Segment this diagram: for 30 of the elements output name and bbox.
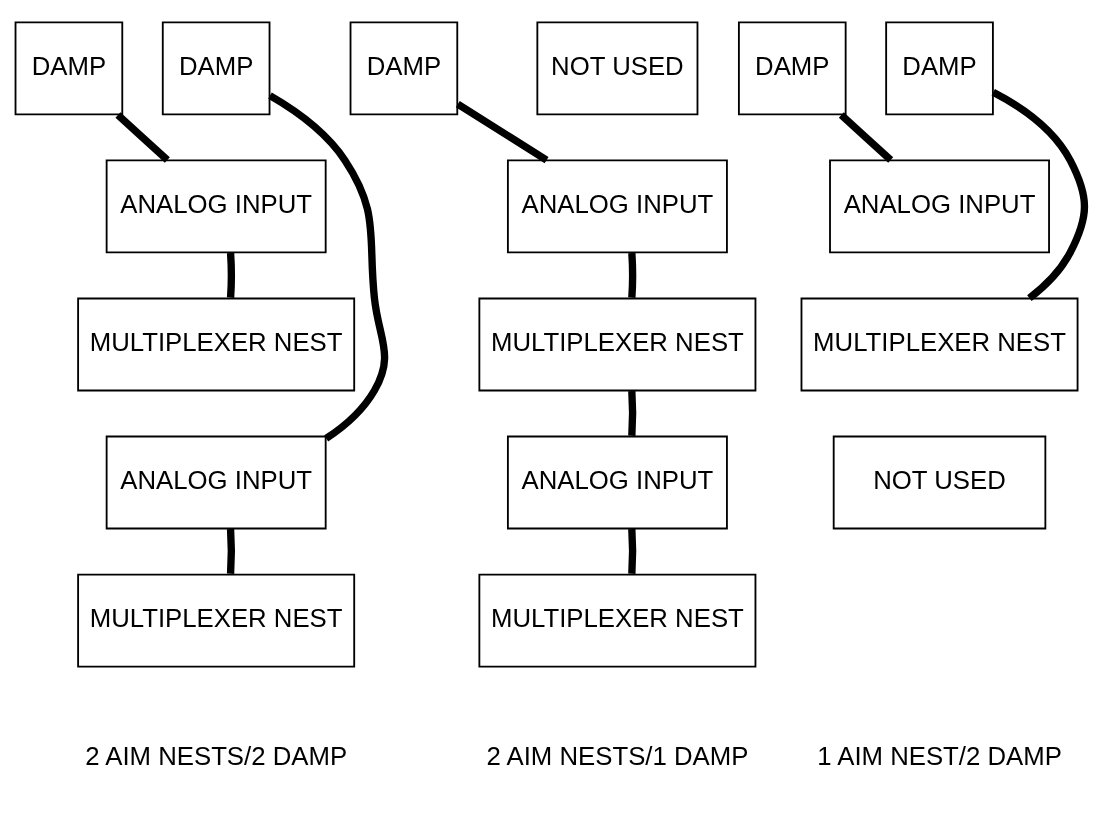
node-box: DAMP bbox=[738, 21, 847, 116]
connector bbox=[628, 528, 637, 574]
connector bbox=[268, 92, 389, 442]
node-box: ANALOG INPUT bbox=[506, 159, 728, 254]
connector bbox=[628, 390, 637, 436]
node-box: DAMP bbox=[349, 21, 459, 116]
node-box: MULTIPLEXER NEST bbox=[77, 573, 356, 668]
node-box: ANALOG INPUT bbox=[506, 435, 728, 530]
connector bbox=[991, 89, 1089, 301]
node-box: MULTIPLEXER NEST bbox=[478, 297, 757, 392]
label: 2 AIM NESTS/2 DAMP bbox=[85, 742, 348, 771]
node-box: ANALOG INPUT bbox=[105, 435, 327, 530]
node-box: ANALOG INPUT bbox=[829, 159, 1050, 254]
connector bbox=[226, 528, 235, 574]
node-box: MULTIPLEXER NEST bbox=[800, 297, 1079, 392]
connector bbox=[226, 252, 235, 298]
label: 1 AIM NEST/2 DAMP bbox=[817, 742, 1062, 771]
label: 2 AIM NESTS/1 DAMP bbox=[486, 742, 749, 771]
connector bbox=[115, 112, 170, 163]
connector bbox=[838, 112, 894, 163]
connector bbox=[628, 252, 637, 298]
node-box: MULTIPLEXER NEST bbox=[478, 573, 757, 668]
node-box: DAMP bbox=[14, 21, 124, 116]
node-box: ANALOG INPUT bbox=[105, 159, 327, 254]
node-box: DAMP bbox=[161, 21, 271, 116]
node-box: MULTIPLEXER NEST bbox=[77, 297, 356, 392]
node-box: NOT USED bbox=[832, 435, 1047, 530]
node-box: DAMP bbox=[885, 21, 994, 116]
node-box: NOT USED bbox=[536, 21, 699, 116]
connector bbox=[455, 101, 549, 164]
